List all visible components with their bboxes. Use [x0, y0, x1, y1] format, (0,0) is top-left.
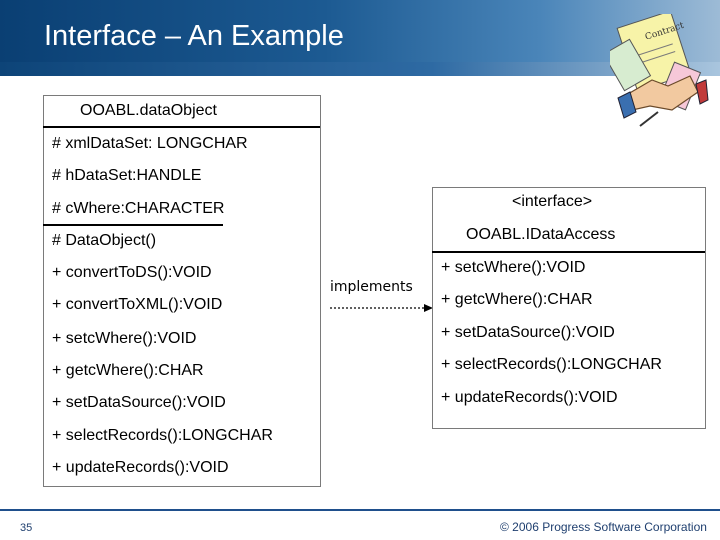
interface-method: + selectRecords():LONGCHAR: [441, 356, 662, 373]
copyright-text: © 2006 Progress Software Corporation: [500, 520, 707, 534]
class-method: + convertToDS():VOID: [52, 264, 212, 281]
class-method: + convertToXML():VOID: [52, 296, 223, 313]
interface-stereotype: <interface>: [512, 193, 593, 210]
class-name: OOABL.dataObject: [80, 102, 217, 119]
class-attribute: # cWhere:CHARACTER: [52, 200, 225, 217]
class-name-divider: [43, 126, 320, 128]
contract-handshake-icon: Contract: [610, 14, 709, 127]
interface-name: OOABL.IDataAccess: [466, 226, 616, 243]
implements-label: implements: [330, 279, 413, 295]
interface-method: + updateRecords():VOID: [441, 389, 618, 406]
interface-method: + setDataSource():VOID: [441, 324, 615, 341]
class-attribute: # hDataSet:HANDLE: [52, 167, 202, 184]
class-method: + setDataSource():VOID: [52, 394, 226, 411]
class-attributes-divider: [43, 224, 223, 226]
implements-arrow: [330, 304, 433, 312]
class-method: + selectRecords():LONGCHAR: [52, 427, 273, 444]
class-method: + updateRecords():VOID: [52, 459, 229, 476]
slide-title: Interface – An Example: [44, 20, 344, 52]
class-method: + setcWhere():VOID: [52, 330, 197, 347]
interface-method: + setcWhere():VOID: [441, 259, 586, 276]
page-number: 35: [20, 522, 33, 534]
interface-box: [432, 187, 706, 429]
class-method: + getcWhere():CHAR: [52, 362, 204, 379]
class-box: [43, 95, 321, 487]
class-attribute: # xmlDataSet: LONGCHAR: [52, 135, 248, 152]
interface-name-divider: [432, 251, 705, 253]
interface-method: + getcWhere():CHAR: [441, 291, 593, 308]
header-band: [0, 62, 720, 76]
class-method: # DataObject(): [52, 232, 157, 249]
footer-line: [0, 509, 720, 511]
